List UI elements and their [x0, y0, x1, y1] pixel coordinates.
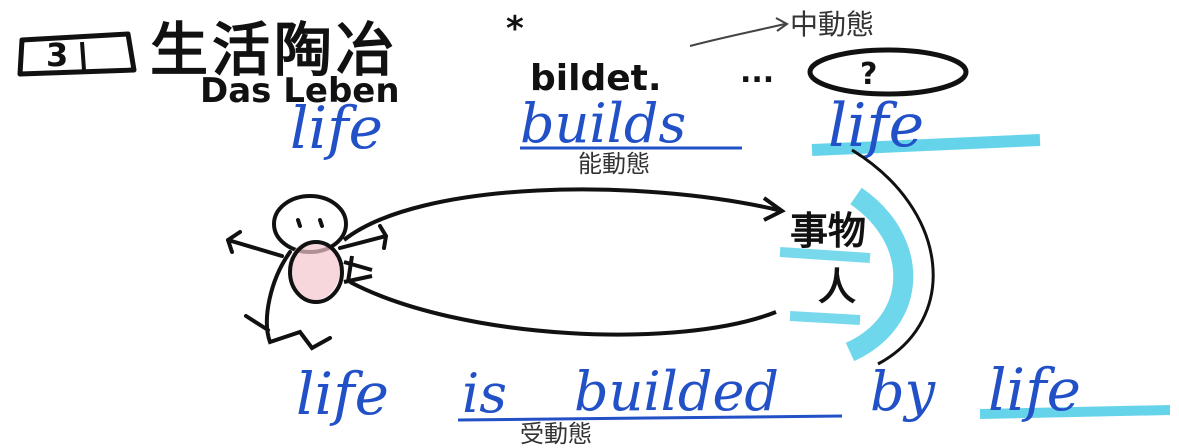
unknown-oval — [807, 47, 969, 97]
passive-word-life-1: life — [296, 360, 389, 428]
active-word-life-1: life — [290, 94, 383, 162]
middle-voice-arrow — [689, 23, 786, 47]
middle-voice-arrowhead — [775, 17, 789, 32]
active-word-life-2: life — [828, 91, 924, 161]
passive-voice-label: 受動態 — [520, 420, 592, 448]
section-number: 3 — [46, 36, 68, 74]
figure-eye-left — [296, 218, 302, 228]
section-title: 生活陶冶 — [150, 16, 398, 84]
passive-underline — [457, 414, 843, 422]
figure-heart-circle — [288, 240, 344, 304]
passive-word-is: is — [462, 362, 507, 425]
active-voice-label: 能動態 — [578, 150, 650, 178]
passive-highlight — [979, 405, 1171, 419]
figure-arm-left — [226, 230, 284, 258]
figure-hand-mark — [343, 255, 373, 284]
section-number-box — [17, 31, 137, 77]
label-things: 事物 — [790, 209, 866, 253]
section-asterisk: * — [506, 9, 524, 49]
passive-word-builded: builded — [574, 360, 779, 423]
loop-arrowhead — [762, 196, 786, 222]
figure-arm-right — [338, 224, 388, 250]
middle-voice-label: 中動態 — [790, 8, 874, 41]
german-ellipsis: ... — [740, 55, 774, 90]
highlight-arc — [845, 187, 914, 362]
figure-eye-right — [318, 218, 324, 228]
passive-word-life-2: life — [988, 356, 1081, 424]
active-word-builds: builds — [520, 92, 686, 155]
unknown-mark: ? — [860, 57, 877, 92]
label-people: 人 — [818, 265, 856, 309]
figure-leg — [244, 314, 270, 332]
german-das-leben: Das Leben — [200, 71, 400, 111]
loop-arrow-top — [342, 187, 779, 242]
figure-body — [265, 250, 332, 351]
highlight-low — [789, 311, 861, 325]
active-highlight — [811, 134, 1041, 156]
loop-arrow-bottom — [349, 280, 777, 337]
highlight-mid — [779, 247, 871, 263]
passive-word-by: by — [870, 360, 937, 423]
german-bildet: bildet. — [530, 58, 662, 99]
life-connector — [851, 148, 935, 366]
figure-heart-blush — [288, 240, 340, 300]
